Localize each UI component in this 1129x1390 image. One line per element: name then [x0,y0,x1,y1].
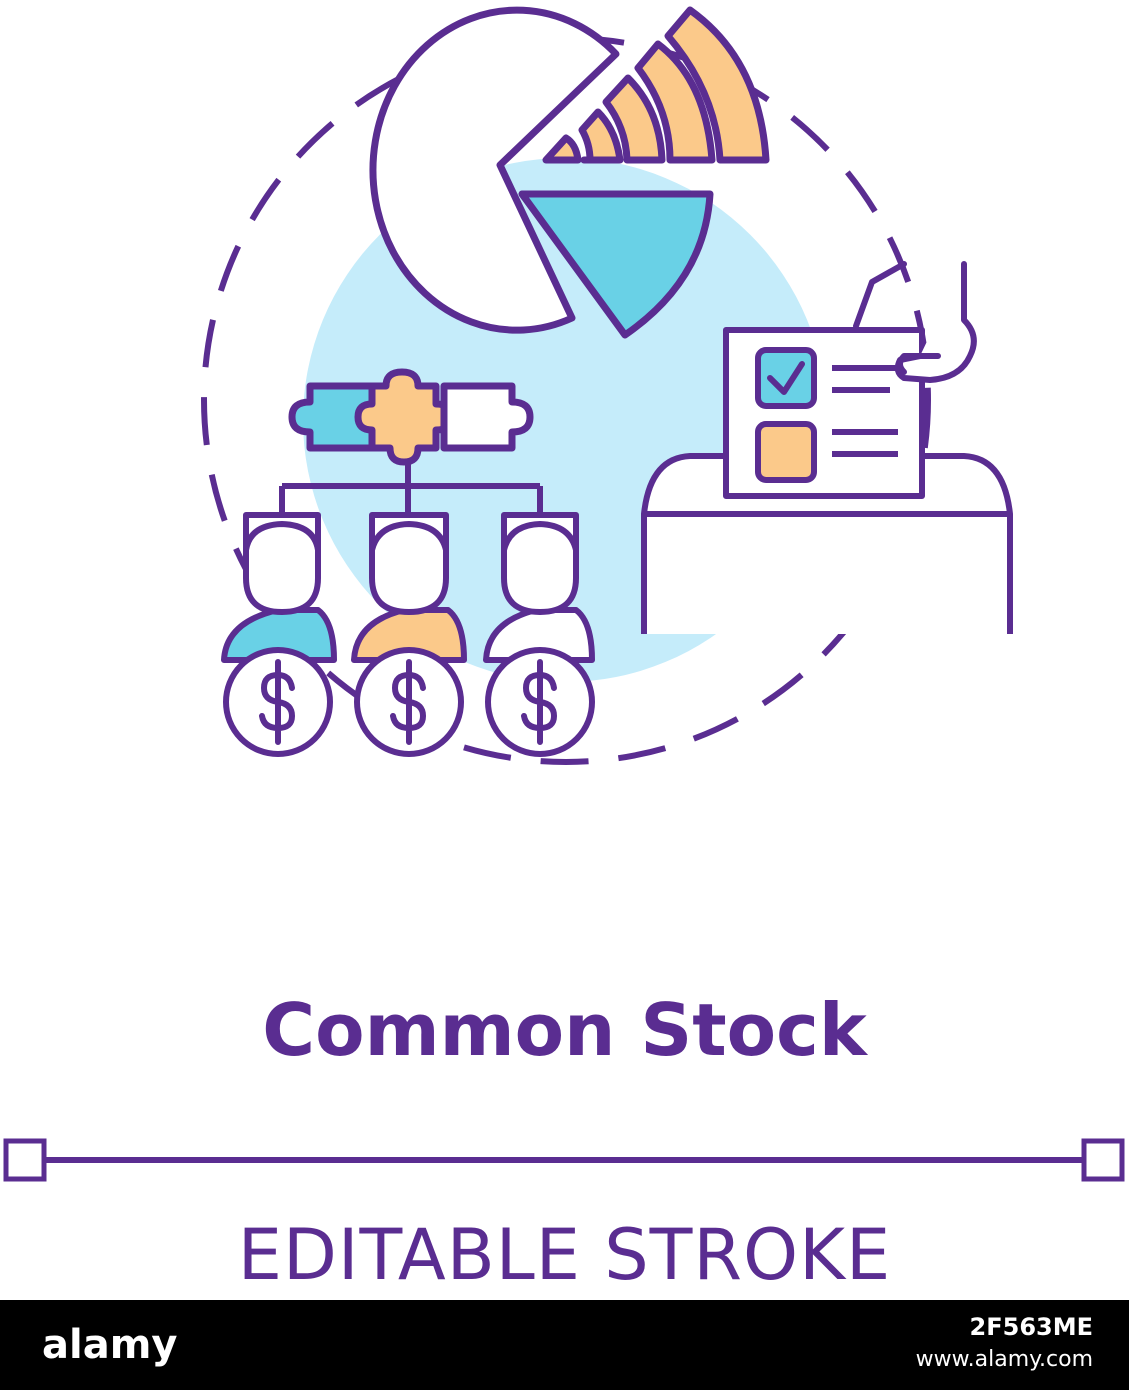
signal-arc-2 [578,108,624,164]
checkbox-checked [755,347,817,409]
stroke-handle-left [3,1138,47,1182]
puzzle-piece-orange [354,368,456,466]
signal-arc-3 [602,74,666,164]
pie-blue-slice [518,190,714,339]
pie-main-piece [369,6,620,334]
signal-arc-1 [542,134,582,164]
check-mark-icon [767,361,805,395]
connector-lines [279,462,543,515]
watermark-footer: alamy 2F563ME www.alamy.com [0,1300,1129,1390]
common-stock-illustration [201,6,1013,765]
image-id: 2F563ME [969,1313,1093,1341]
page-title: Common Stock [262,988,867,1072]
ballot-box-icon [641,327,1013,634]
puzzle-piece-blue [288,382,376,452]
stroke-handle-right [1081,1138,1125,1182]
editable-stroke-bar [3,1138,1125,1182]
dashed-ring [201,35,931,765]
shareholder-3 [483,512,595,663]
hand-icon [853,261,977,383]
shareholder-2 [351,512,467,663]
shareholder-1 [221,512,337,663]
site-url: www.alamy.com [915,1347,1093,1372]
puzzle-piece-white [440,382,534,452]
signal-arc-4 [634,40,716,164]
signal-arc-5 [664,6,770,164]
dollar-sign-icons [259,659,558,745]
checkbox-unchecked [755,421,817,483]
subtitle: EDITABLE STROKE [237,1214,892,1296]
brand-logo: alamy [42,1322,178,1368]
puzzle-icon [288,368,534,466]
pie-chart-icon [369,6,770,339]
